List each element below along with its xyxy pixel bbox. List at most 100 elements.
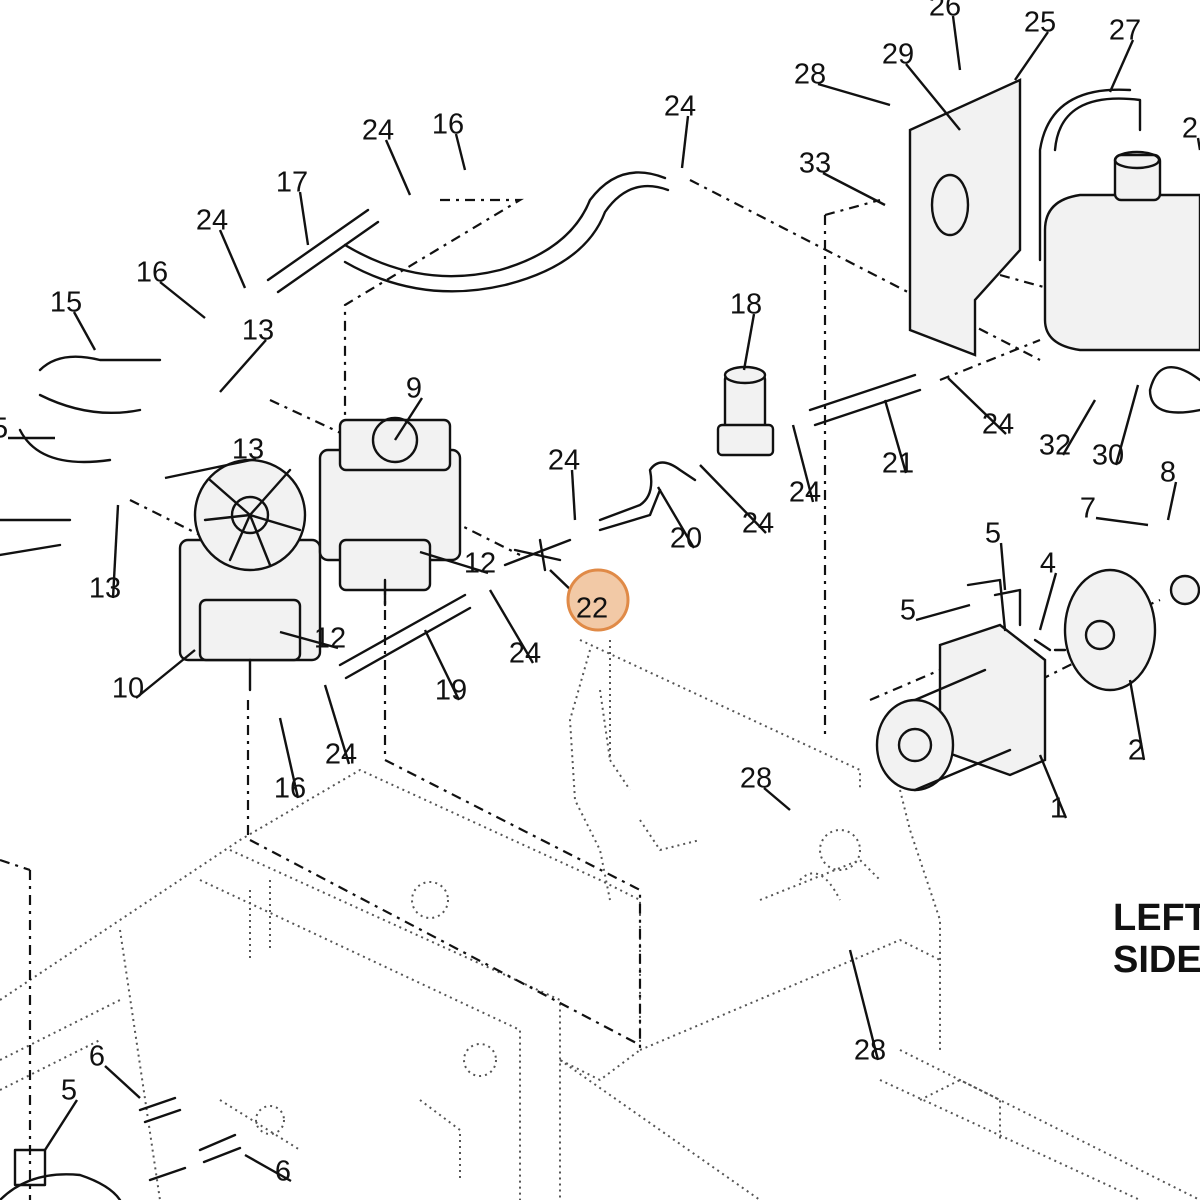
callout-leader-line bbox=[999, 542, 1007, 591]
callout-leader-line bbox=[135, 649, 196, 699]
callout-leader-line bbox=[1128, 679, 1146, 761]
callout-label-8: 8 bbox=[1160, 457, 1176, 489]
callout-leader-line bbox=[104, 1065, 141, 1099]
callout-leader-line bbox=[763, 787, 791, 811]
callout-leader-line bbox=[883, 399, 908, 474]
callout-label-24: 24 bbox=[982, 409, 1014, 441]
callout-leader-line bbox=[822, 171, 886, 207]
callout-leader-line bbox=[1014, 31, 1049, 81]
callout-label-5: 5 bbox=[0, 413, 8, 445]
callout-label-24: 24 bbox=[362, 115, 394, 147]
callout-leaders bbox=[8, 15, 1200, 1183]
callout-label-9: 9 bbox=[406, 373, 422, 405]
callout-leader-line bbox=[1061, 399, 1097, 456]
callout-label-27: 27 bbox=[1109, 15, 1141, 47]
callout-label-13: 13 bbox=[242, 315, 274, 347]
callout-label-19: 19 bbox=[435, 675, 467, 707]
callout-label-25: 25 bbox=[1024, 7, 1056, 39]
chassis-frame bbox=[0, 639, 1200, 1200]
callout-label-33: 33 bbox=[799, 148, 831, 180]
callout-label-15: 15 bbox=[50, 287, 82, 319]
callout-leader-line bbox=[1038, 754, 1068, 819]
callout-leader-line bbox=[298, 191, 310, 246]
callout-leader-line bbox=[1038, 572, 1058, 631]
callout-leader-line bbox=[488, 589, 535, 664]
callout-leader-line bbox=[219, 339, 267, 393]
callout-label-6: 6 bbox=[89, 1041, 105, 1073]
callout-leader-line bbox=[1095, 516, 1149, 527]
view-label-line-1: LEFT bbox=[1113, 897, 1200, 939]
callout-label-4: 4 bbox=[1040, 548, 1056, 580]
callout-leader-line bbox=[817, 82, 891, 107]
callout-leader-line bbox=[1108, 39, 1135, 93]
callout-label-28: 28 bbox=[854, 1035, 886, 1067]
callout-leader-line bbox=[423, 629, 461, 701]
callout-leader-line bbox=[905, 63, 961, 131]
callout-leader-line bbox=[159, 281, 206, 319]
callout-label-2: 2 bbox=[1128, 735, 1144, 767]
callout-leader-line bbox=[1114, 384, 1140, 466]
callout-leader-line bbox=[218, 229, 247, 289]
callout-leader-line bbox=[72, 311, 97, 351]
callout-label-12: 12 bbox=[464, 548, 496, 580]
callout-label-16: 16 bbox=[432, 109, 464, 141]
callout-leader-line bbox=[951, 15, 962, 71]
callout-label-10: 10 bbox=[112, 673, 144, 705]
callout-label-18: 18 bbox=[730, 289, 762, 321]
callout-label-29: 29 bbox=[882, 39, 914, 71]
callout-leader-line bbox=[43, 1099, 79, 1151]
callout-label-21: 21 bbox=[882, 448, 914, 480]
callout-label-24: 24 bbox=[509, 638, 541, 670]
callout-leader-line bbox=[384, 139, 412, 196]
callout-label-1: 1 bbox=[1050, 793, 1066, 825]
callout-label-13: 13 bbox=[89, 573, 121, 605]
view-label-line-2: SIDE bbox=[1113, 939, 1200, 981]
filter-and-fittings bbox=[503, 365, 1200, 572]
callout-label-28: 28 bbox=[740, 763, 772, 795]
callout-label-17: 17 bbox=[276, 167, 308, 199]
callout-leader-line bbox=[393, 397, 424, 441]
callout-leader-line bbox=[111, 504, 120, 599]
callout-leader-line bbox=[323, 684, 351, 765]
tank-and-bracket bbox=[908, 78, 1200, 357]
pumps bbox=[178, 416, 462, 692]
callout-label-30: 30 bbox=[1092, 440, 1124, 472]
callout-label-22: 22 bbox=[576, 593, 608, 625]
callout-leader-line bbox=[656, 486, 696, 549]
callout-label-24: 24 bbox=[325, 739, 357, 771]
callout-leader-line bbox=[791, 424, 815, 503]
callout-label-13: 13 bbox=[232, 434, 264, 466]
highlight-circle bbox=[566, 568, 630, 632]
callout-label-16: 16 bbox=[274, 773, 306, 805]
callout-label-5: 5 bbox=[900, 595, 916, 627]
callout-leader-line bbox=[742, 313, 756, 371]
callout-leader-line bbox=[699, 464, 767, 534]
callout-leader-line bbox=[915, 603, 971, 622]
bottom-parts bbox=[0, 1096, 242, 1200]
callout-label-7: 7 bbox=[1080, 493, 1096, 525]
callout-label-24: 24 bbox=[196, 205, 228, 237]
callout-leader-line bbox=[947, 377, 1007, 435]
callout-label-12: 12 bbox=[314, 623, 346, 655]
callout-label-24: 24 bbox=[742, 508, 774, 540]
motor-assembly bbox=[875, 568, 1200, 792]
callout-label-28: 28 bbox=[794, 59, 826, 91]
callout-leader-line bbox=[680, 115, 690, 169]
callout-leader-line bbox=[454, 133, 467, 171]
hoses bbox=[0, 88, 1142, 680]
callout-label-20: 20 bbox=[670, 523, 702, 555]
callout-label-5: 5 bbox=[985, 518, 1001, 550]
callout-leader-line bbox=[164, 457, 257, 480]
callout-leader-line bbox=[278, 717, 300, 799]
callout-leader-line bbox=[570, 469, 577, 521]
callout-leader-line bbox=[1166, 481, 1178, 521]
callout-label-5: 5 bbox=[61, 1075, 77, 1107]
callout-leader-line bbox=[244, 1153, 292, 1183]
callout-leader-line bbox=[279, 630, 339, 650]
highlight-marker bbox=[566, 568, 630, 632]
callout-label-16: 16 bbox=[136, 257, 168, 289]
callout-label-24: 24 bbox=[789, 477, 821, 509]
